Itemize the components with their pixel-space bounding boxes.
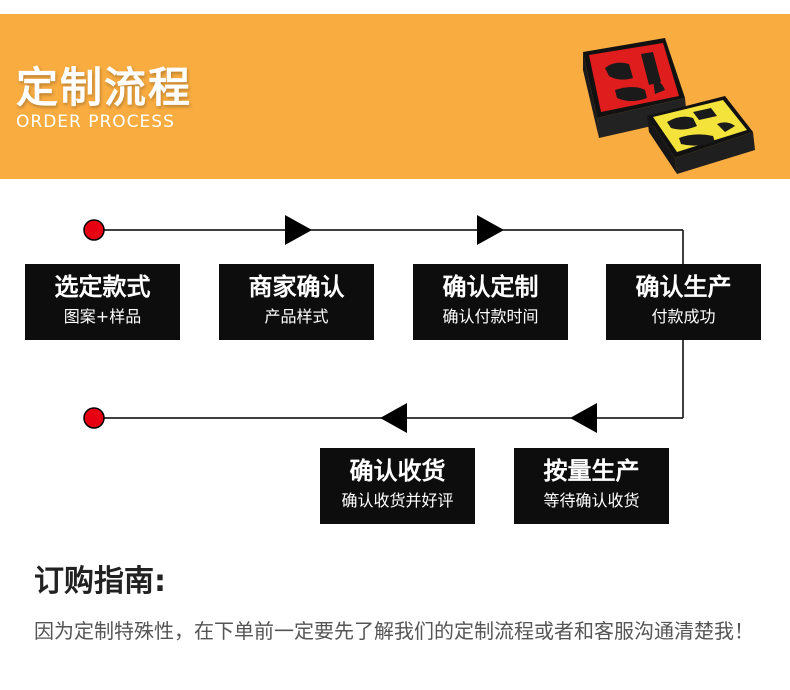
arrow-left-icon [380,403,407,433]
step-subtitle: 图案+样品 [63,307,142,326]
step-subtitle: 确认付款时间 [442,307,539,326]
step-mass-production: 按量生产 等待确认收货 [514,448,669,524]
end-node-icon [83,407,105,429]
step-subtitle: 等待确认收货 [543,491,640,510]
step-merchant-confirm: 商家确认 产品样式 [219,264,374,340]
page-subtitle: ORDER PROCESS [16,112,175,132]
step-confirm-customization: 确认定制 确认付款时间 [413,264,568,340]
guide-title: 订购指南: [34,564,166,599]
step-subtitle: 付款成功 [651,307,716,326]
step-confirm-production: 确认生产 付款成功 [606,264,761,340]
foam-case-product-image [583,38,755,174]
arrow-right-icon [477,215,504,245]
step-subtitle: 确认收货并好评 [341,491,454,510]
step-title: 商家确认 [248,273,345,301]
step-title: 按量生产 [543,457,640,485]
process-flow-lines [83,215,684,433]
guide-text: 因为定制特殊性，在下单前一定要先了解我们的定制流程或者和客服沟通清楚我！ [34,619,754,643]
start-node-icon [83,219,105,241]
page-title: 定制流程 [16,63,193,112]
step-subtitle: 产品样式 [264,307,329,326]
step-title: 确认收货 [349,457,446,485]
step-title: 确认生产 [635,273,732,301]
step-title: 选定款式 [54,273,151,301]
arrow-left-icon [570,403,597,433]
step-select-style: 选定款式 图案+样品 [25,264,180,340]
step-title: 确认定制 [442,273,539,301]
arrow-right-icon [285,215,312,245]
step-confirm-receipt: 确认收货 确认收货并好评 [320,448,475,524]
